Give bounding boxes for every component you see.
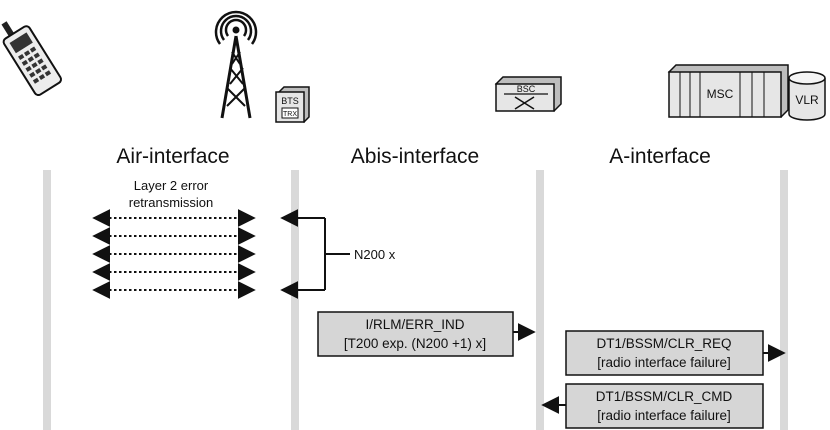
vlr-label: VLR [795,93,819,107]
lifeline-msc [780,170,788,430]
retransmission-arrows [92,209,256,299]
clr-cmd-line1: DT1/BSSM/CLR_CMD [596,389,733,404]
air-interface-label: Air-interface [116,145,229,168]
a-interface-label: A-interface [609,145,711,168]
bsc-label: BSC [517,84,536,94]
clr-cmd-line2: [radio interface failure] [597,408,731,423]
clr-req-line1: DT1/BSSM/CLR_REQ [596,336,731,351]
rlm-message-line2: [T200 exp. (N200 +1) x] [344,336,486,351]
lifeline-ms [43,170,51,430]
layer2-annotation-line2: retransmission [129,195,214,210]
rlm-err-ind-message: I/RLM/ERR_IND [T200 exp. (N200 +1) x] [317,311,536,357]
bts-tower-icon [214,10,258,119]
trx-label: TRX [283,111,297,118]
bts-label: BTS [281,96,299,106]
clr-req-message: DT1/BSSM/CLR_REQ [radio interface failur… [565,330,786,376]
bts-box: BTS TRX [275,86,310,124]
n200-bracket [280,209,350,299]
lifeline-bts [291,170,299,430]
vlr-database-icon: VLR [788,71,826,121]
lifeline-bsc [536,170,544,430]
clr-cmd-message: DT1/BSSM/CLR_CMD [radio interface failur… [541,383,764,429]
n200-label: N200 x [354,247,396,262]
msc-label: MSC [707,87,734,101]
mobile-phone-icon [1,21,63,97]
rlm-message-line1: I/RLM/ERR_IND [365,317,464,332]
lifelines [43,170,788,430]
msc-box: MSC [667,64,789,118]
layer2-annotation-line1: Layer 2 error [134,178,209,193]
bsc-box: BSC [494,76,562,112]
clr-req-line2: [radio interface failure] [597,355,731,370]
abis-interface-label: Abis-interface [351,145,479,168]
